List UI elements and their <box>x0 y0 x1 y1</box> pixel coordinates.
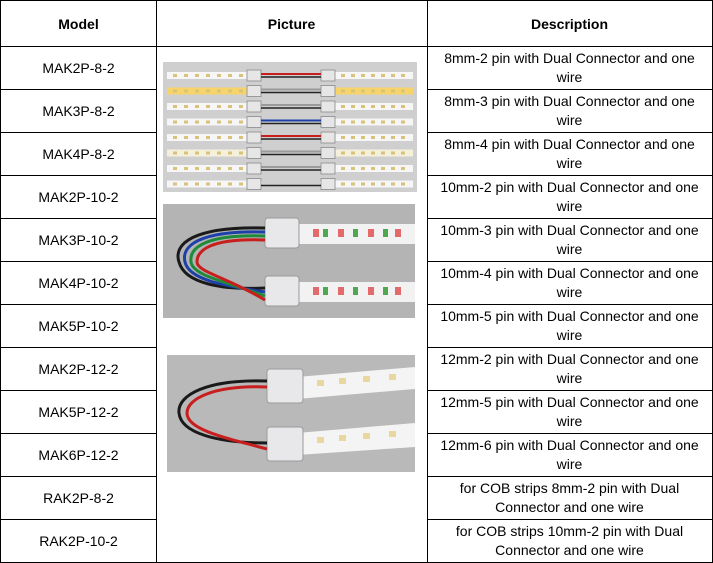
led-strips-photo-8mm <box>163 62 417 192</box>
table-header-divider <box>0 46 713 47</box>
model-cell: MAK2P-10-2 <box>38 188 119 205</box>
description-cell: for COB strips 10mm-2 pin with Dual Conn… <box>455 522 684 558</box>
description-cell: 10mm-2 pin with Dual Connector and one w… <box>440 178 699 214</box>
description-row-divider <box>427 304 713 305</box>
description-cell: 10mm-4 pin with Dual Connector and one w… <box>440 264 699 300</box>
model-cell: MAK6P-12-2 <box>38 446 119 463</box>
description-row-divider <box>427 261 713 262</box>
model-row-divider <box>0 218 156 219</box>
description-row-divider <box>427 476 713 477</box>
model-row-divider <box>0 304 156 305</box>
model-cell: RAK2P-10-2 <box>39 532 118 549</box>
model-row-divider <box>0 433 156 434</box>
description-row-divider <box>427 390 713 391</box>
description-cell: 10mm-3 pin with Dual Connector and one w… <box>440 221 699 257</box>
description-cell: for COB strips 8mm-2 pin with Dual Conne… <box>459 479 680 515</box>
model-row-divider <box>0 175 156 176</box>
description-cell: 12mm-2 pin with Dual Connector and one w… <box>440 350 699 386</box>
description-cell: 8mm-4 pin with Dual Connector and one wi… <box>444 135 695 171</box>
rgb-strip-4pin-photo <box>163 204 415 318</box>
column-divider <box>156 0 157 563</box>
description-row-divider <box>427 218 713 219</box>
model-cell: MAK4P-8-2 <box>42 145 115 162</box>
description-cell: 8mm-2 pin with Dual Connector and one wi… <box>444 49 695 85</box>
red-black-wire-strip-photo <box>167 355 415 472</box>
model-row-divider <box>0 347 156 348</box>
header-model: Model <box>58 15 99 32</box>
model-cell: MAK5P-12-2 <box>38 403 119 420</box>
description-row-divider <box>427 433 713 434</box>
description-row-divider <box>427 132 713 133</box>
model-row-divider <box>0 261 156 262</box>
description-cell: 8mm-3 pin with Dual Connector and one wi… <box>444 92 695 128</box>
description-cell: 12mm-6 pin with Dual Connector and one w… <box>440 436 699 472</box>
model-row-divider <box>0 132 156 133</box>
header-description: Description <box>530 15 608 32</box>
description-row-divider <box>427 519 713 520</box>
model-row-divider <box>0 519 156 520</box>
description-row-divider <box>427 175 713 176</box>
description-cell: 12mm-5 pin with Dual Connector and one w… <box>440 393 699 429</box>
table-border-top <box>0 0 713 1</box>
description-row-divider <box>427 89 713 90</box>
column-divider <box>427 0 428 563</box>
header-picture: Picture <box>267 15 316 32</box>
model-cell: MAK3P-8-2 <box>42 102 115 119</box>
model-cell: MAK3P-10-2 <box>38 231 119 248</box>
table-border-left <box>0 0 1 563</box>
description-row-divider <box>427 347 713 348</box>
model-row-divider <box>0 476 156 477</box>
model-cell: MAK2P-12-2 <box>38 360 119 377</box>
model-row-divider <box>0 390 156 391</box>
model-cell: MAK2P-8-2 <box>42 59 115 76</box>
model-cell: MAK4P-10-2 <box>38 274 119 291</box>
description-cell: 10mm-5 pin with Dual Connector and one w… <box>440 307 699 343</box>
model-row-divider <box>0 89 156 90</box>
model-cell: RAK2P-8-2 <box>43 489 114 506</box>
model-cell: MAK5P-10-2 <box>38 317 119 334</box>
